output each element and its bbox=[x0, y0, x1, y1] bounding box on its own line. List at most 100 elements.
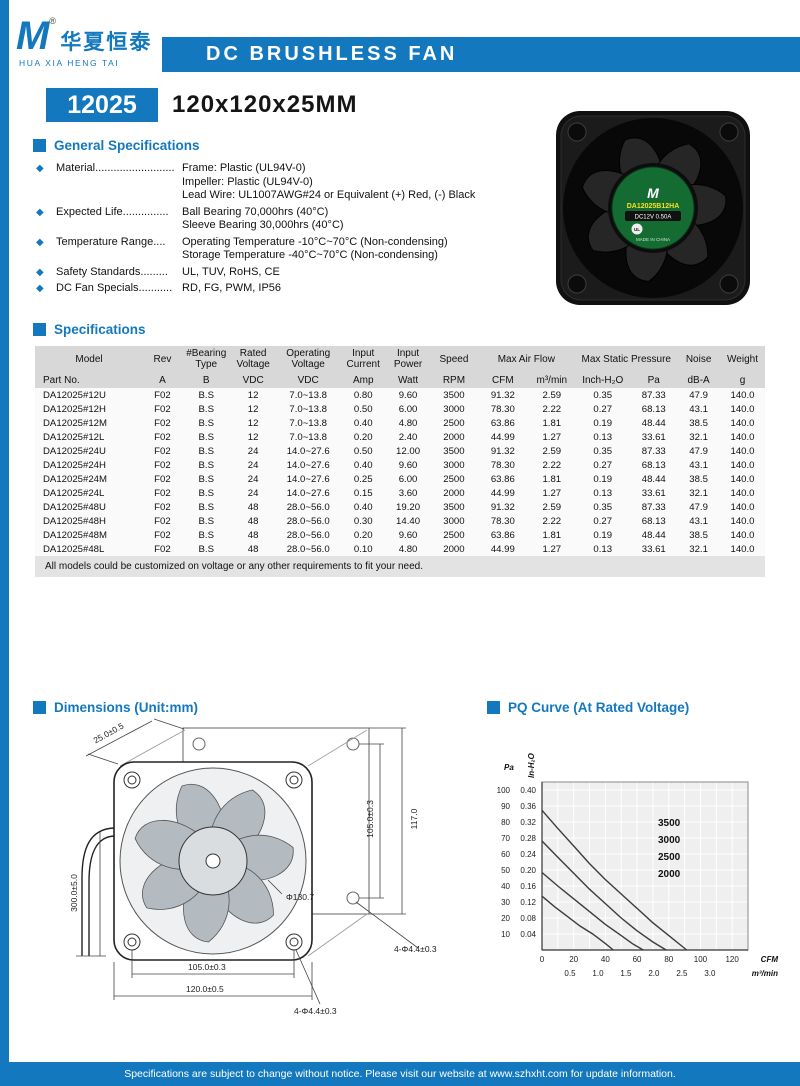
dim-circle-diameter-label: Φ130.7 bbox=[286, 892, 315, 902]
svg-text:80: 80 bbox=[664, 955, 673, 964]
table-row: DA12025#48M F02 B.S 48 28.0~56.0 0.20 9.… bbox=[35, 528, 765, 542]
brand-name-chinese: 华夏恒泰 bbox=[60, 31, 153, 54]
cell-inch-h2o: 0.35 bbox=[575, 500, 631, 514]
cell-operating-voltage: 7.0~13.8 bbox=[275, 402, 341, 416]
cell-cfm: 78.30 bbox=[477, 402, 529, 416]
spec-value: UL, TUV, RoHS, CE bbox=[182, 265, 280, 278]
section-square-icon bbox=[33, 323, 46, 336]
table-row: DA12025#48U F02 B.S 48 28.0~56.0 0.40 19… bbox=[35, 500, 765, 514]
cell-rated-voltage: 48 bbox=[230, 542, 276, 556]
cell-rated-voltage: 24 bbox=[230, 472, 276, 486]
cell-pa: 33.61 bbox=[630, 486, 678, 500]
spec-label: Temperature Range.... bbox=[56, 235, 166, 248]
section-title: General Specifications bbox=[54, 138, 200, 153]
svg-text:2.5: 2.5 bbox=[676, 969, 688, 978]
company-logo: M® 华夏恒泰 HUA XIA HENG TAI bbox=[16, 16, 166, 68]
cell-speed: 2000 bbox=[430, 430, 478, 444]
cell-m3min: 1.81 bbox=[528, 528, 576, 542]
dim-hole-pitch-horizontal-label: 105.0±0.3 bbox=[188, 962, 226, 972]
col-subheader: Part No. bbox=[35, 372, 144, 388]
dimensions-header: Dimensions (Unit:mm) bbox=[33, 700, 198, 715]
cell-bearing: B.S bbox=[181, 472, 231, 486]
header-row-units: Part No. A B VDC VDC Amp Watt RPM CFM m³… bbox=[35, 372, 765, 388]
cell-m3min: 1.81 bbox=[528, 472, 576, 486]
spec-label: Material.......................... bbox=[56, 162, 175, 174]
svg-text:0.36: 0.36 bbox=[520, 802, 536, 811]
table-header: Model Rev #Bearing Type Rated Voltage Op… bbox=[35, 346, 765, 388]
cell-input-current: 0.25 bbox=[340, 472, 386, 486]
cell-rated-voltage: 12 bbox=[230, 430, 276, 444]
dimension-drawing-svg bbox=[76, 718, 419, 1005]
cell-weight: 140.0 bbox=[720, 416, 765, 430]
col-subheader: VDC bbox=[230, 372, 276, 388]
svg-text:0.04: 0.04 bbox=[520, 930, 536, 939]
cell-input-current: 0.40 bbox=[340, 500, 386, 514]
hub-origin-text: MADE IN CHINA bbox=[636, 237, 670, 242]
cell-pa: 87.33 bbox=[630, 500, 678, 514]
svg-text:100: 100 bbox=[694, 955, 708, 964]
cell-input-power: 9.60 bbox=[385, 388, 431, 402]
col-subheader: g bbox=[720, 372, 765, 388]
cell-noise: 43.1 bbox=[677, 514, 721, 528]
cell-noise: 38.5 bbox=[677, 416, 721, 430]
cell-operating-voltage: 14.0~27.6 bbox=[275, 444, 341, 458]
spec-value: Sleeve Bearing 30,000hrs (40°C) bbox=[182, 219, 344, 231]
cell-rated-voltage: 48 bbox=[230, 500, 276, 514]
table-row: DA12025#24M F02 B.S 24 14.0~27.6 0.25 6.… bbox=[35, 472, 765, 486]
spec-label: Safety Standards......... bbox=[56, 265, 168, 278]
cell-rated-voltage: 24 bbox=[230, 444, 276, 458]
svg-text:0.5: 0.5 bbox=[564, 969, 576, 978]
cell-pa: 48.44 bbox=[630, 528, 678, 542]
cell-pa: 68.13 bbox=[630, 514, 678, 528]
col-header: Rated Voltage bbox=[230, 346, 276, 372]
section-square-icon bbox=[33, 701, 46, 714]
cell-bearing: B.S bbox=[181, 486, 231, 500]
cell-input-power: 4.80 bbox=[385, 542, 431, 556]
logo-m-glyph: M bbox=[16, 14, 50, 58]
cell-input-power: 6.00 bbox=[385, 472, 431, 486]
dim-width-label: 120.0±0.5 bbox=[186, 984, 224, 994]
table-row: DA12025#12L F02 B.S 12 7.0~13.8 0.20 2.4… bbox=[35, 430, 765, 444]
cell-weight: 140.0 bbox=[720, 402, 765, 416]
cell-cfm: 91.32 bbox=[477, 388, 529, 402]
cell-cfm: 78.30 bbox=[477, 458, 529, 472]
svg-text:90: 90 bbox=[501, 802, 510, 811]
svg-text:0.32: 0.32 bbox=[520, 818, 536, 827]
list-item: ◆ Material.......................... Fra… bbox=[36, 162, 541, 203]
table-row: DA12025#24L F02 B.S 24 14.0~27.6 0.15 3.… bbox=[35, 486, 765, 500]
hub-spec-text: DC12V 0.50A bbox=[635, 215, 672, 221]
cell-operating-voltage: 7.0~13.8 bbox=[275, 416, 341, 430]
table-body: DA12025#12U F02 B.S 12 7.0~13.8 0.80 9.6… bbox=[35, 388, 765, 556]
svg-text:20: 20 bbox=[569, 955, 578, 964]
cell-noise: 47.9 bbox=[677, 500, 721, 514]
hub-model-text: DA12025B12HA bbox=[627, 203, 680, 210]
cell-rev: F02 bbox=[143, 444, 182, 458]
cell-rev: F02 bbox=[143, 500, 182, 514]
spec-label: DC Fan Specials........... bbox=[56, 282, 173, 294]
cell-weight: 140.0 bbox=[720, 542, 765, 556]
col-subheader: m³/min bbox=[528, 372, 576, 388]
cell-weight: 140.0 bbox=[720, 458, 765, 472]
cell-cfm: 44.99 bbox=[477, 542, 529, 556]
cell-inch-h2o: 0.19 bbox=[575, 472, 631, 486]
cell-speed: 2500 bbox=[430, 472, 478, 486]
cell-input-current: 0.15 bbox=[340, 486, 386, 500]
cell-m3min: 2.22 bbox=[528, 402, 576, 416]
table-row: DA12025#12M F02 B.S 12 7.0~13.8 0.40 4.8… bbox=[35, 416, 765, 430]
model-size: 120x120x25MM bbox=[172, 91, 358, 118]
cell-bearing: B.S bbox=[181, 416, 231, 430]
registered-mark-icon: ® bbox=[49, 16, 56, 26]
svg-text:60: 60 bbox=[633, 955, 642, 964]
cell-speed: 3500 bbox=[430, 444, 478, 458]
header-row-groups: Model Rev #Bearing Type Rated Voltage Op… bbox=[35, 346, 765, 372]
cell-noise: 47.9 bbox=[677, 444, 721, 458]
spec-value: Impeller: Plastic (UL94V-0) bbox=[182, 175, 313, 188]
cell-input-current: 0.40 bbox=[340, 458, 386, 472]
spec-value: Ball Bearing 70,000hrs (40°C) bbox=[182, 205, 329, 218]
col-header: Max Static Pressure bbox=[575, 346, 678, 372]
col-header: Input Power bbox=[385, 346, 431, 372]
cell-cfm: 44.99 bbox=[477, 486, 529, 500]
dim-wire-length-label: 300.0±5.0 bbox=[69, 874, 79, 912]
cell-input-current: 0.50 bbox=[340, 444, 386, 458]
